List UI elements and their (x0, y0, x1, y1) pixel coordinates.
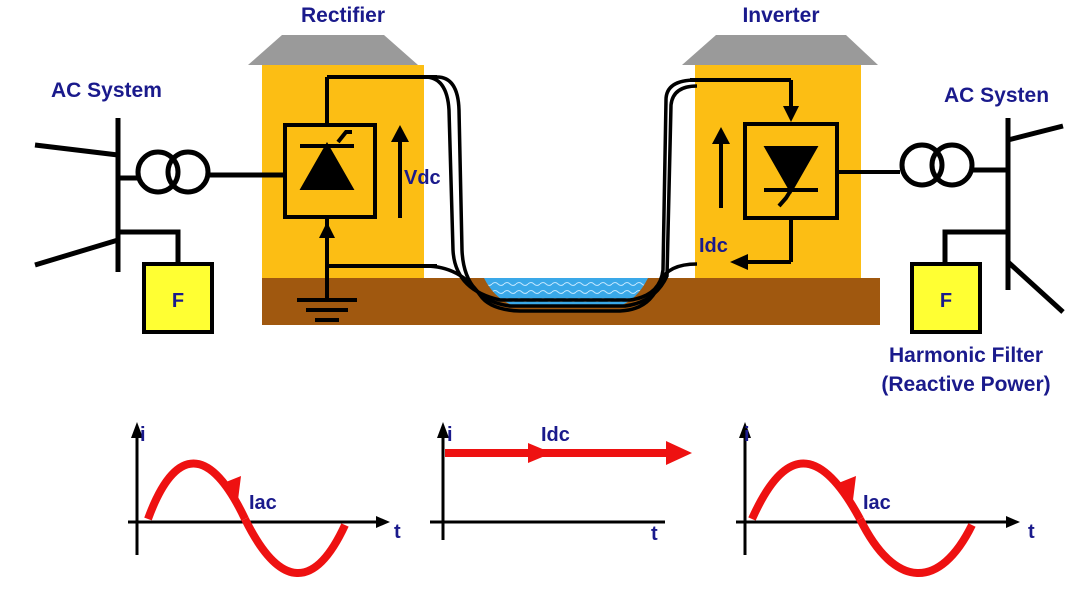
vdc-label: Vdc (404, 167, 441, 189)
waveform-left-x-axis: t (394, 521, 401, 543)
waveform-left-y-axis: i (140, 424, 146, 446)
idc-cable-label: Idc (699, 235, 728, 257)
rectifier-roof (248, 35, 418, 65)
inverter-voltage-arrow-head (712, 127, 730, 144)
dc-cables (424, 75, 698, 313)
waveform-middle: i t Idc (430, 422, 692, 545)
inverter-top-arrow (783, 106, 799, 122)
waveform-right-label: Iac (863, 492, 891, 514)
rectifier-title: Rectifier (301, 4, 385, 27)
vdc-arrow-head (391, 125, 409, 142)
ac-system-left-label: AC System (51, 79, 162, 102)
waveform-right: i t Iac (736, 422, 1035, 577)
waveform-left: i t Iac (128, 422, 401, 577)
idc-return-arrow (730, 254, 748, 270)
left-ac-system (34, 118, 285, 272)
inverter-title: Inverter (742, 4, 819, 27)
left-filter-box (142, 262, 214, 334)
waveform-left-label: Iac (249, 492, 277, 514)
ac-system-right-label: AC Systen (944, 84, 1049, 107)
inverter-valve (690, 78, 900, 264)
waveform-middle-label: Idc (541, 424, 570, 446)
waveform-right-x-axis: t (1028, 521, 1035, 543)
rectifier-valve (283, 75, 437, 322)
right-filter-box (910, 262, 982, 334)
inverter-roof (682, 35, 878, 65)
rectifier-lower-arrow (319, 222, 335, 238)
right-ac-system (899, 118, 1065, 314)
waveform-right-y-axis: i (744, 424, 750, 446)
left-filter-label: F (172, 290, 184, 312)
waveform-middle-x-axis: t (651, 523, 658, 545)
reactive-power-label: (Reactive Power) (881, 373, 1050, 396)
harmonic-filter-label: Harmonic Filter (889, 344, 1043, 367)
waveform-middle-y-axis: i (447, 424, 453, 446)
right-filter-label: F (940, 290, 952, 312)
